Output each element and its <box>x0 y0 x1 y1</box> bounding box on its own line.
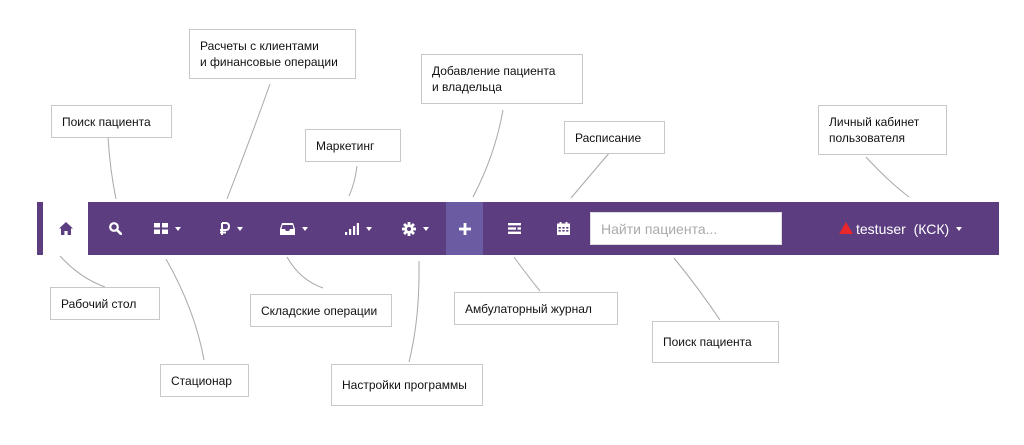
nav-warehouse-dropdown[interactable] <box>269 202 319 255</box>
callout-finance: Расчеты с клиентами и финансовые операци… <box>189 29 356 79</box>
user-menu-dropdown[interactable]: testuser (КСК) <box>839 202 963 255</box>
chevron-down-icon <box>956 226 963 231</box>
patient-search-input[interactable] <box>590 212 782 245</box>
callout-add-patient: Добавление пациента и владельца <box>421 54 583 104</box>
calendar-icon <box>556 222 570 235</box>
callout-warehouse: Складские операции <box>250 294 392 327</box>
callout-hospital: Стационар <box>160 364 249 397</box>
chevron-down-icon <box>365 226 372 231</box>
user-label: testuser (КСК) <box>856 220 950 237</box>
connector-user <box>865 156 910 198</box>
ruble-icon <box>219 221 230 235</box>
chevron-down-icon <box>302 226 308 231</box>
nav-home-button[interactable] <box>43 202 88 255</box>
callout-marketing: Маркетинг <box>305 129 401 162</box>
connector-marketing <box>348 165 358 197</box>
callout-outpatient-journal: Амбулаторный журнал <box>454 292 618 325</box>
connector-desktop <box>59 255 106 288</box>
connector-hospital <box>165 258 205 361</box>
grid-icon <box>153 223 168 234</box>
nav-schedule-button[interactable] <box>545 202 581 255</box>
connector-add-patient <box>472 109 504 198</box>
callout-schedule: Расписание <box>564 121 665 154</box>
callout-settings: Настройки программы <box>331 364 483 406</box>
journal-icon <box>507 223 521 234</box>
chevron-down-icon <box>422 226 429 231</box>
connector-settings <box>408 260 420 363</box>
plus-icon <box>458 222 471 235</box>
nav-add-patient-button[interactable] <box>446 202 483 255</box>
chevron-down-icon <box>236 226 243 231</box>
inbox-icon <box>280 223 295 235</box>
home-icon <box>58 222 73 235</box>
nav-hospital-dropdown[interactable] <box>143 202 191 255</box>
warning-icon <box>839 221 853 234</box>
nav-search-button[interactable] <box>97 202 133 255</box>
nav-marketing-dropdown[interactable] <box>335 202 381 255</box>
nav-settings-dropdown[interactable] <box>392 202 438 255</box>
connector-schedule <box>570 151 611 199</box>
nav-outpatient-journal-button[interactable] <box>496 202 532 255</box>
chevron-down-icon <box>174 226 181 231</box>
callout-search-patient-bottom: Поиск пациента <box>652 321 779 363</box>
gear-icon <box>401 221 416 236</box>
search-icon <box>108 222 122 235</box>
callout-desktop: Рабочий стол <box>50 287 160 320</box>
navbar: testuser (КСК) <box>37 202 999 255</box>
connector-search-top <box>107 136 117 200</box>
bar-chart-icon <box>344 222 359 235</box>
connector-journal <box>513 256 541 292</box>
callout-search-patient-top: Поиск пациента <box>51 105 172 138</box>
connector-warehouse <box>286 256 324 289</box>
nav-finance-dropdown[interactable] <box>208 202 253 255</box>
connector-search-bottom <box>673 257 721 321</box>
connector-finance <box>226 83 271 200</box>
callout-user-cabinet: Личный кабинет пользователя <box>818 105 947 155</box>
